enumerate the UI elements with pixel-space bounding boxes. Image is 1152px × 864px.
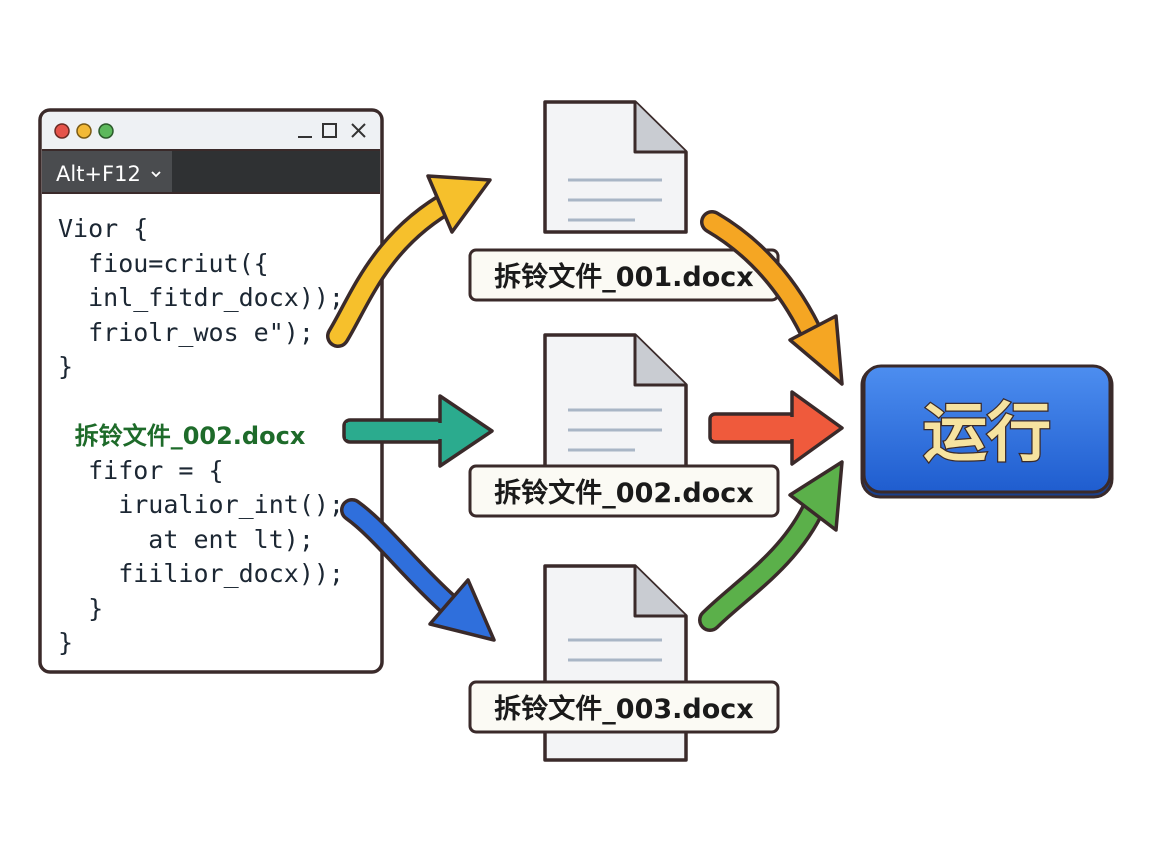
arrow-file-3-to-run <box>698 460 844 632</box>
code-line: } <box>58 352 73 381</box>
document-2 <box>543 333 688 472</box>
maximize-icon[interactable] <box>322 123 337 138</box>
run-button-label: 运行 <box>923 397 1051 471</box>
document-1 <box>543 100 688 234</box>
run-button[interactable]: 运行 <box>860 364 1114 499</box>
file-label-3: 拆铃文件_003.docx <box>468 680 780 734</box>
file-label-2: 拆铃文件_002.docx <box>468 464 780 518</box>
chevron-down-icon <box>151 171 161 178</box>
code-line: } <box>58 594 103 623</box>
file-name-3: 拆铃文件_003.docx <box>494 693 753 725</box>
dropdown-label: Alt+F12 <box>56 162 141 186</box>
code-line: } <box>58 628 73 657</box>
code-line: fiou=criut({ <box>58 249 269 278</box>
arrow-to-file-2 <box>342 394 494 468</box>
code-line: fifor = { <box>58 456 224 485</box>
code-line: fiilior_docx)); <box>58 559 344 588</box>
maximize-dot[interactable] <box>98 123 114 139</box>
minimize-dot[interactable] <box>76 123 92 139</box>
shortcut-dropdown[interactable]: Alt+F12 <box>56 162 161 186</box>
code-line-filename: 拆铃文件_002.docx <box>58 422 306 450</box>
close-dot[interactable] <box>54 123 70 139</box>
code-line: inl_fitdr_docx)); <box>58 283 344 312</box>
file-name-1: 拆铃文件_001.docx <box>494 261 753 293</box>
arrow-file-2-to-run <box>708 390 844 466</box>
arrow-to-file-1 <box>326 174 492 348</box>
close-icon[interactable] <box>351 123 366 138</box>
code-line: at ent lt); <box>58 525 314 554</box>
arrow-to-file-3 <box>340 498 496 642</box>
arrow-file-1-to-run <box>700 210 844 386</box>
file-name-2: 拆铃文件_002.docx <box>494 477 753 509</box>
code-area[interactable]: Vior { fiou=criut({ inl_fitdr_docx)); fr… <box>58 214 344 657</box>
code-line: Vior { <box>58 214 148 243</box>
code-line: irualior_int(); <box>58 490 344 519</box>
code-editor-window: Alt+F12 Vior { fiou=criut({ inl_fitdr_do… <box>38 108 384 674</box>
code-line: friolr_wos e"); <box>58 318 314 347</box>
file-label-1: 拆铃文件_001.docx <box>468 248 780 302</box>
